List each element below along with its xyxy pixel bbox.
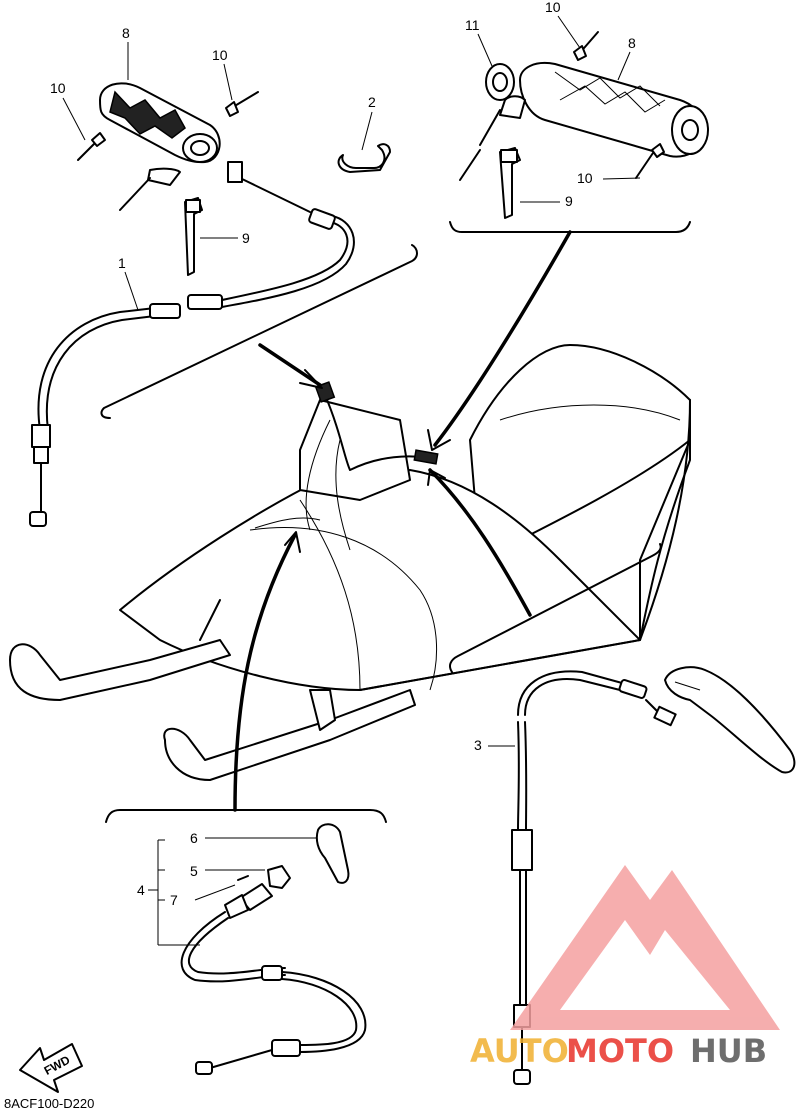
part-7-pin (237, 875, 249, 881)
cable-routing-3 (254, 517, 321, 529)
callout-9-right: 9 (565, 193, 573, 209)
part-5-nut (267, 865, 291, 889)
callout-10-right-a: 10 (545, 0, 561, 15)
frame-upper-right (449, 221, 691, 233)
watermark-text-moto: MOTO (566, 1032, 674, 1070)
ski-strut-right (309, 689, 336, 731)
callout-8-right: 8 (628, 35, 636, 51)
ski-strut-left (199, 599, 221, 641)
handlebar (324, 394, 431, 471)
leader-right-callout (433, 230, 572, 447)
hood-crease-2 (299, 499, 361, 691)
callout-1: 1 (118, 255, 126, 271)
fwd-arrow-icon: FWD (19, 1043, 83, 1093)
snowmobile-illustration (9, 344, 691, 781)
automotohub-watermark: AUTO MOTO HUB (470, 865, 780, 1070)
leader-lower-callout-arrow (284, 531, 301, 553)
part-11-collar (485, 63, 515, 101)
callout-labels: 8 10 10 9 2 1 11 10 8 10 9 3 6 5 4 7 (50, 0, 641, 908)
callout-5: 5 (190, 863, 198, 879)
part-10-pins-right (573, 31, 665, 179)
ski-left (9, 639, 231, 701)
part-1-throttle-cable (29, 161, 355, 527)
watermark-text-hub: HUB (690, 1032, 767, 1070)
cable-routing-1 (305, 419, 331, 531)
leader-lower-right-callout-arrow (427, 469, 446, 486)
callout-frames (100, 221, 691, 823)
choke-cable (180, 883, 367, 1075)
leader-lines (233, 230, 572, 812)
callout-9-left: 9 (242, 230, 250, 246)
leader-right-callout-arrow (427, 429, 451, 451)
callout-7: 7 (170, 892, 178, 908)
part-8-grip-right (459, 62, 709, 181)
part-6-lever (315, 823, 350, 884)
hood-crease (249, 527, 437, 691)
part-10-pins-left (77, 91, 259, 161)
callout-8-left: 8 (122, 25, 130, 41)
leader-left-callout-arrow (299, 369, 323, 389)
watermark-logo-icon (510, 865, 780, 1030)
ski-right (163, 689, 416, 781)
leader-left-callout (258, 343, 322, 387)
track-rail (639, 399, 691, 641)
cable-routing-2 (335, 439, 351, 551)
frame-lower-left (105, 809, 387, 823)
callout-11: 11 (465, 17, 480, 33)
callout-4: 4 (137, 882, 145, 898)
hood (119, 469, 641, 691)
drawing-code: 8ACF100-D220 (4, 1096, 94, 1111)
callout-2: 2 (368, 94, 376, 110)
callout-3: 3 (474, 737, 482, 753)
callout-6: 6 (190, 830, 198, 846)
callout-10-left-b: 10 (212, 47, 228, 63)
seat-seam (499, 404, 681, 421)
part-9-strap-right (499, 147, 521, 219)
part-2-clip (337, 143, 391, 173)
leader-lower-callout (233, 533, 297, 812)
watermark-text-auto: AUTO (470, 1032, 569, 1070)
handlebar-grip-right (413, 449, 439, 465)
seat (469, 344, 691, 561)
callout-10-left-a: 10 (50, 80, 66, 96)
callout-10-right-b: 10 (577, 170, 593, 186)
part-4-bracket-lines (157, 837, 320, 946)
brake-lever (664, 666, 796, 774)
leader-lower-right-callout (428, 468, 532, 617)
part-9-strap-left (184, 197, 203, 276)
part-8-grip-left (99, 82, 221, 211)
frame-upper-left (100, 244, 418, 419)
frame-lower-right (449, 543, 662, 673)
